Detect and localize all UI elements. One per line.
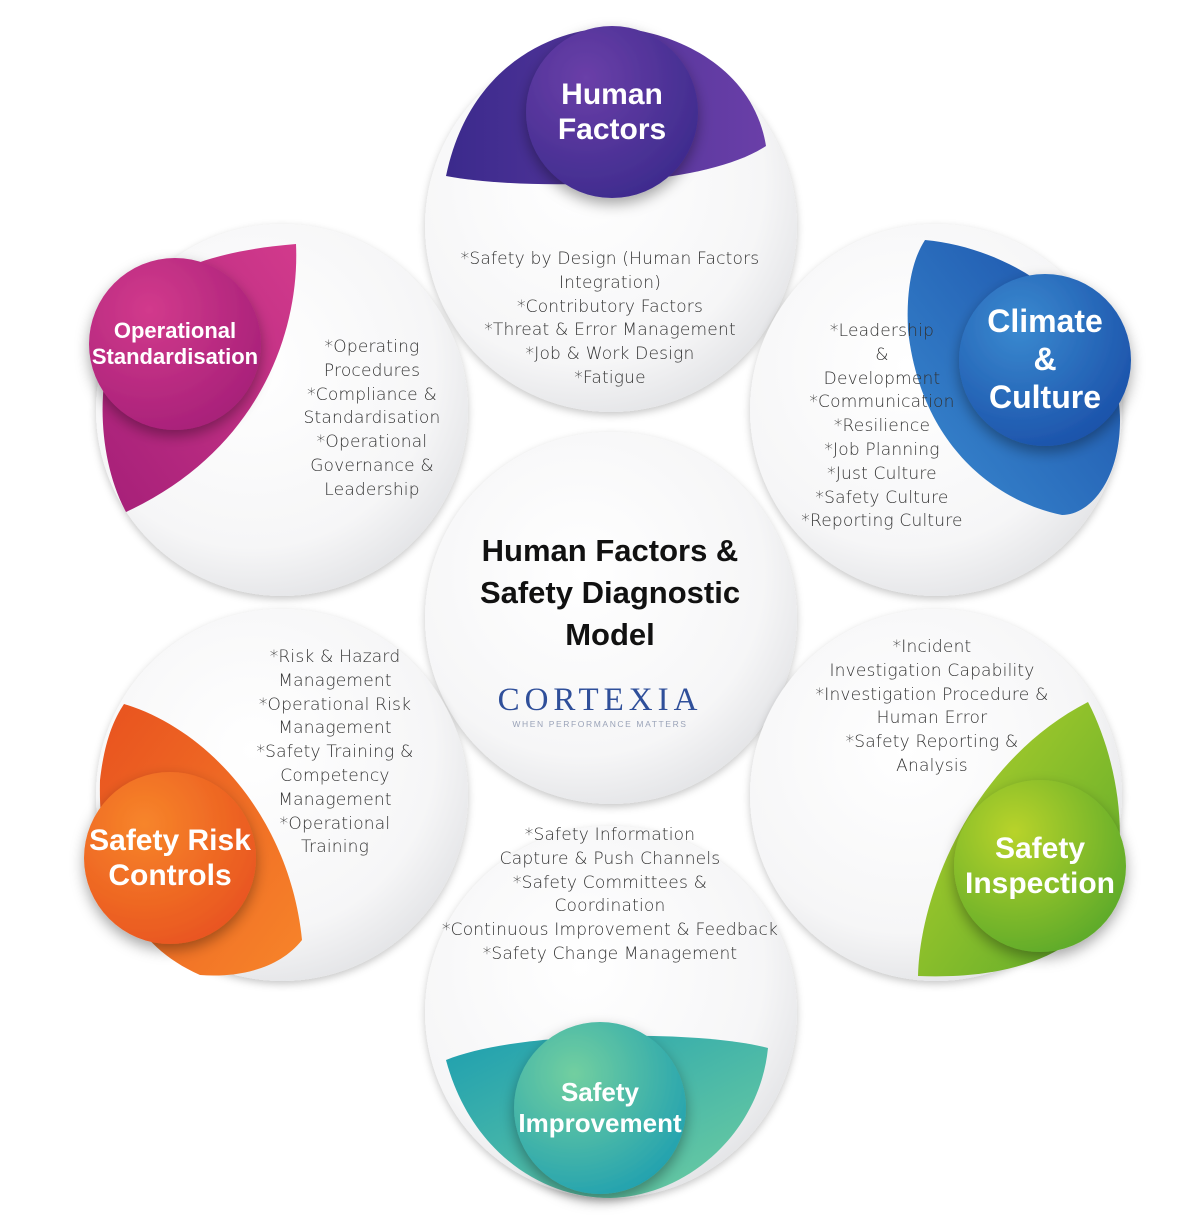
operational-standardisation-label-line: Standardisation bbox=[91, 344, 259, 369]
climate-culture-label-line: & bbox=[1033, 341, 1057, 378]
climate-culture-label: Climate&Culture bbox=[959, 274, 1131, 446]
safety-inspection-badge bbox=[954, 780, 1126, 952]
model-title-line: Model bbox=[565, 617, 655, 652]
operational-standardisation-badge bbox=[89, 258, 261, 430]
human-factors-label-line: Factors bbox=[557, 113, 667, 146]
safety-risk-controls-item: *Safety Training & bbox=[256, 742, 414, 763]
operational-standardisation-item: *Operational bbox=[316, 432, 428, 453]
human-factors-badge bbox=[526, 26, 698, 198]
human-factors-item: *Job & Work Design bbox=[525, 344, 695, 365]
safety-risk-controls-item: *Risk & Hazard bbox=[269, 647, 401, 667]
safety-inspection-label-line: Inspection bbox=[964, 867, 1115, 900]
safety-inspection-item: Analysis bbox=[896, 755, 968, 776]
human-factors-item: *Contributory Factors bbox=[516, 296, 704, 317]
operational-standardisation-label-line: Operational bbox=[113, 318, 237, 344]
human-factors-item: *Fatigue bbox=[574, 367, 646, 388]
climate-culture-item: *Resilience bbox=[833, 416, 931, 437]
human-factors-label-line: Human bbox=[561, 77, 663, 111]
safety-inspection-label-line: Safety bbox=[994, 831, 1086, 865]
safety-inspection-item: Human Error bbox=[876, 708, 988, 729]
safety-improvement-item: *Safety Committees & bbox=[512, 872, 708, 893]
human-factors-item: *Safety by Design (Human Factors bbox=[460, 249, 760, 269]
safety-risk-controls-item: Management bbox=[278, 670, 392, 691]
climate-culture-item: *Job Planning bbox=[824, 439, 940, 460]
climate-culture-item: *Communication bbox=[809, 392, 955, 413]
model-title-line: Human Factors & bbox=[481, 533, 739, 568]
human-factors-item: *Threat & Error Management bbox=[484, 320, 736, 341]
safety-inspection-item: *Investigation Procedure & bbox=[815, 684, 1049, 705]
operational-standardisation-item: Leadership bbox=[324, 479, 420, 500]
safety-risk-controls-label-line: Controls bbox=[108, 859, 232, 892]
operational-standardisation-item: Standardisation bbox=[303, 408, 441, 429]
safety-risk-controls-label-line: Safety Risk bbox=[89, 823, 251, 857]
climate-culture-item: Development bbox=[823, 368, 941, 389]
climate-culture-items: *Leadership & Development *Communication *Re… bbox=[752, 320, 1012, 534]
cortexia-logo: CORTEXIA WHEN PERFORMANCE MATTERS bbox=[480, 682, 720, 730]
safety-improvement-label-line: Improvement bbox=[518, 1108, 682, 1138]
safety-risk-controls-item: Management bbox=[278, 789, 392, 810]
climate-culture-item: *Leadership bbox=[829, 321, 935, 341]
safety-improvement-item: Capture & Push Channels bbox=[499, 848, 721, 869]
operational-standardisation-item: *Compliance & bbox=[307, 384, 437, 405]
safety-improvement-item: Coordination bbox=[554, 896, 666, 917]
safety-improvement-item: *Continuous Improvement & Feedback bbox=[441, 920, 779, 941]
climate-culture-item: *Safety Culture bbox=[815, 487, 949, 508]
model-title: Human Factors & Safety Diagnostic Model bbox=[420, 530, 800, 656]
operational-standardisation-item: Procedures bbox=[323, 360, 421, 381]
safety-inspection-item: *Incident bbox=[892, 637, 972, 657]
climate-culture-badge bbox=[959, 274, 1131, 446]
safety-improvement-item: *Safety Change Management bbox=[482, 943, 738, 964]
climate-culture-item: & bbox=[875, 344, 889, 365]
safety-risk-controls-item: Training bbox=[300, 837, 370, 858]
logo-tagline: WHEN PERFORMANCE MATTERS bbox=[512, 719, 688, 729]
safety-improvement-badge bbox=[514, 1022, 686, 1194]
logo-wordmark: CORTEXIA bbox=[497, 682, 703, 718]
safety-inspection-item: Investigation Capability bbox=[829, 660, 1035, 681]
model-title-line: Safety Diagnostic bbox=[479, 575, 741, 610]
safety-risk-controls-item: *Operational bbox=[279, 813, 391, 834]
human-factors-item: Integration) bbox=[558, 272, 662, 293]
safety-improvement-label-line: Safety bbox=[560, 1077, 640, 1108]
safety-risk-controls-item: Management bbox=[278, 718, 392, 739]
safety-risk-controls-item: *Operational Risk bbox=[258, 694, 412, 715]
center-disc bbox=[425, 432, 797, 804]
safety-improvement-item: *Safety Information bbox=[524, 825, 696, 845]
safety-risk-controls-item: Competency bbox=[280, 765, 390, 786]
climate-culture-label-line: Climate bbox=[987, 303, 1103, 340]
safety-risk-controls-badge bbox=[84, 772, 256, 944]
climate-culture-item: *Reporting Culture bbox=[801, 511, 963, 532]
climate-culture-label-line: Culture bbox=[989, 378, 1101, 415]
climate-culture-item: *Just Culture bbox=[827, 463, 937, 484]
operational-standardisation-item: Governance & bbox=[310, 455, 434, 476]
operational-standardisation-item: *Operating bbox=[324, 337, 420, 357]
safety-inspection-item: *Safety Reporting & bbox=[845, 732, 1019, 753]
